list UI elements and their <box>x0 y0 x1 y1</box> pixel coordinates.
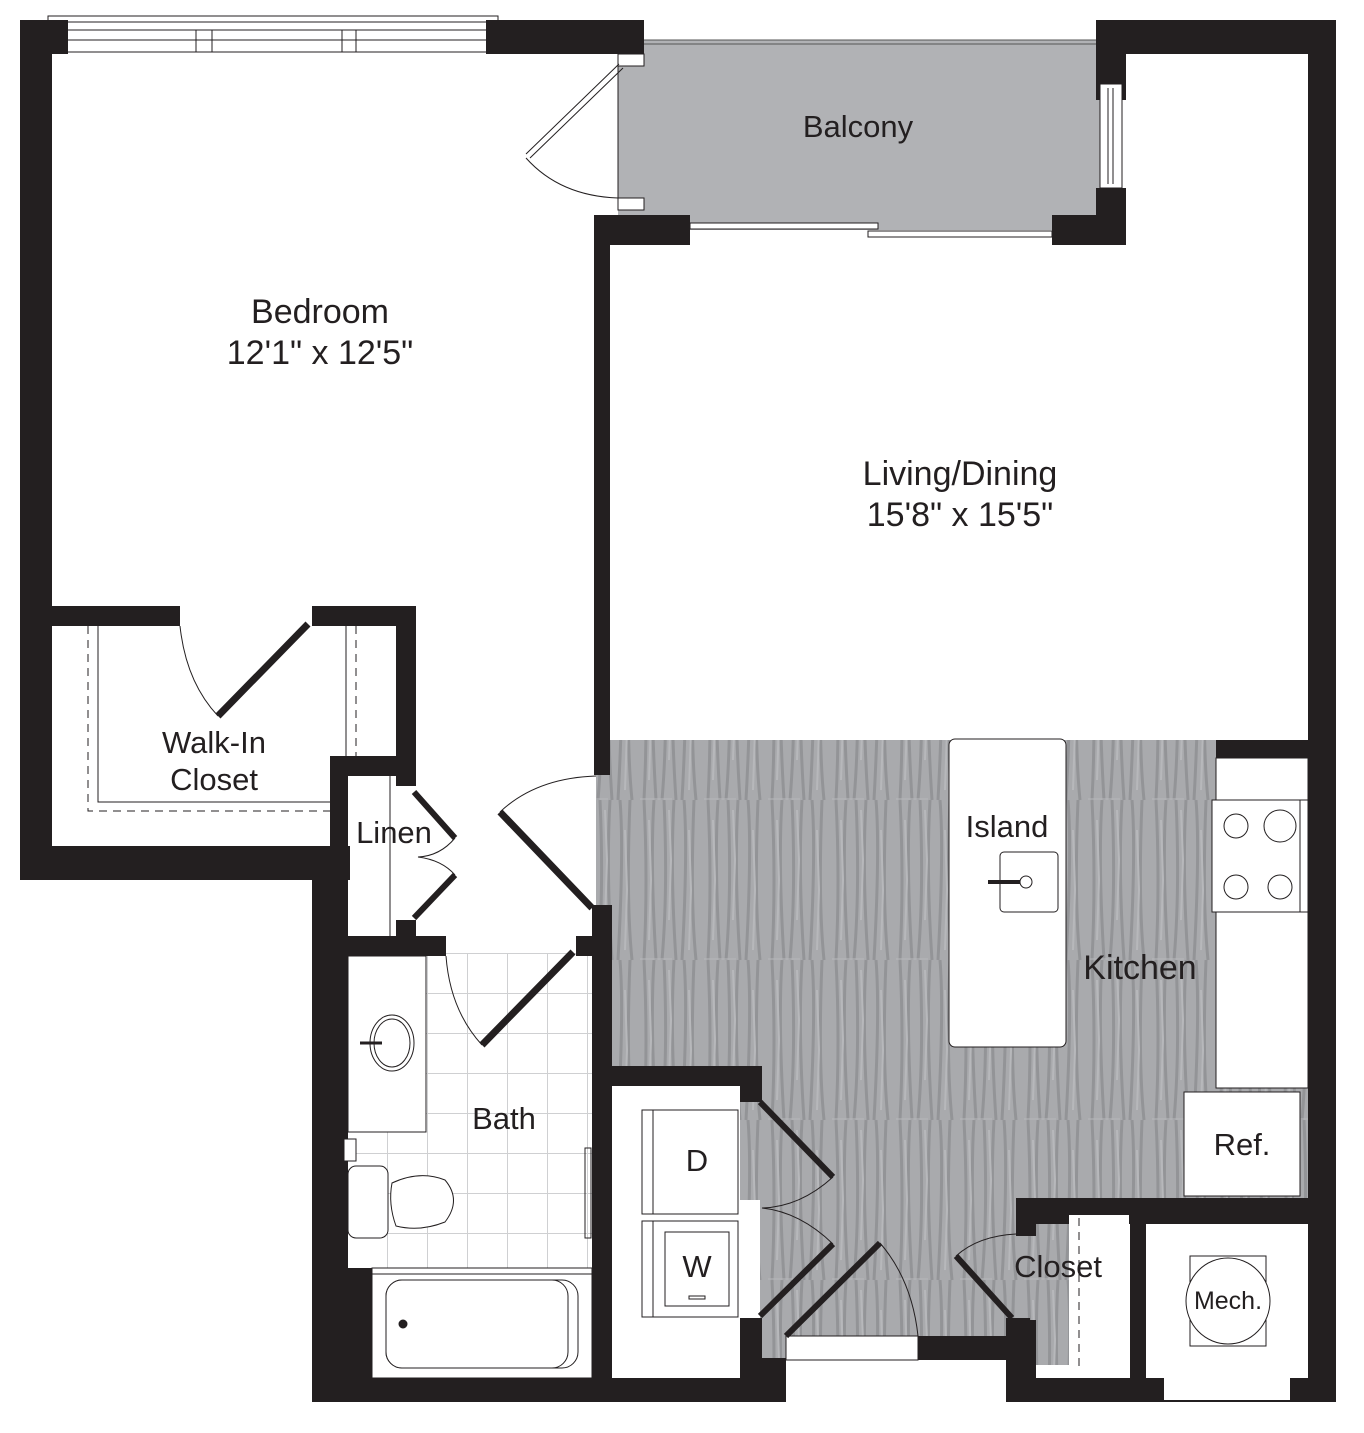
balcony-name: Balcony <box>802 109 914 144</box>
room-label-linen: Linen <box>344 814 444 851</box>
room-label-living-dining: Living/Dining 15'8" x 15'5" <box>800 454 1120 536</box>
ref-name: Ref. <box>1213 1127 1271 1162</box>
linen-name: Linen <box>356 815 432 850</box>
toilet <box>343 1138 454 1239</box>
vanity <box>347 955 427 1133</box>
room-label-island: Island <box>947 808 1067 845</box>
walls <box>20 20 1336 1402</box>
walk-in-line2: Closet <box>170 762 258 798</box>
walk-in-closet-door <box>179 621 311 719</box>
linen-doors <box>389 776 458 936</box>
bedroom-dimensions: 12'1" x 12'5" <box>226 333 414 372</box>
appliance-label-washer: W <box>657 1248 737 1285</box>
bath-towel-bar <box>584 1147 592 1239</box>
refrigerator <box>1183 1091 1301 1197</box>
room-label-walk-in-closet: Walk-In Closet <box>114 724 314 798</box>
bedroom-balcony-door <box>525 53 645 211</box>
washer-name: W <box>682 1249 712 1284</box>
laundry-doors <box>757 1099 836 1319</box>
dryer-name: D <box>685 1143 709 1178</box>
mech-room <box>1146 1224 1308 1400</box>
bath-door <box>445 949 576 1048</box>
room-label-balcony: Balcony <box>758 108 958 145</box>
bathtub <box>371 1267 593 1379</box>
room-label-mech: Mech. <box>1178 1286 1278 1316</box>
appliance-label-ref: Ref. <box>1184 1126 1300 1163</box>
balcony-side-window <box>1099 83 1123 189</box>
hall-door <box>497 775 597 911</box>
living-name: Living/Dining <box>862 455 1058 493</box>
room-label-bath: Bath <box>444 1100 564 1137</box>
kitchen-island <box>948 738 1067 1048</box>
entry-closet-door <box>953 1215 1129 1378</box>
appliance-label-dryer: D <box>657 1142 737 1179</box>
walk-in-closet-shelves <box>87 626 357 812</box>
bedroom-name: Bedroom <box>251 293 389 331</box>
island-name: Island <box>965 809 1049 844</box>
balcony <box>618 39 1100 230</box>
bedroom-window <box>47 15 499 53</box>
closet-name: Closet <box>1014 1249 1102 1284</box>
living-dimensions: 15'8" x 15'5" <box>866 495 1054 534</box>
entry-door <box>783 1240 919 1361</box>
laundry-closet <box>612 1086 740 1378</box>
room-label-bedroom: Bedroom 12'1" x 12'5" <box>160 292 480 374</box>
bath-name: Bath <box>472 1101 536 1136</box>
balcony-sliding-door <box>689 222 1053 238</box>
room-label-kitchen: Kitchen <box>1060 948 1220 989</box>
walk-in-line1: Walk-In <box>162 725 266 760</box>
kitchen-counter <box>1211 757 1309 1089</box>
mech-name: Mech. <box>1193 1287 1263 1315</box>
room-label-closet: Closet <box>998 1248 1118 1285</box>
kitchen-name: Kitchen <box>1083 949 1197 987</box>
